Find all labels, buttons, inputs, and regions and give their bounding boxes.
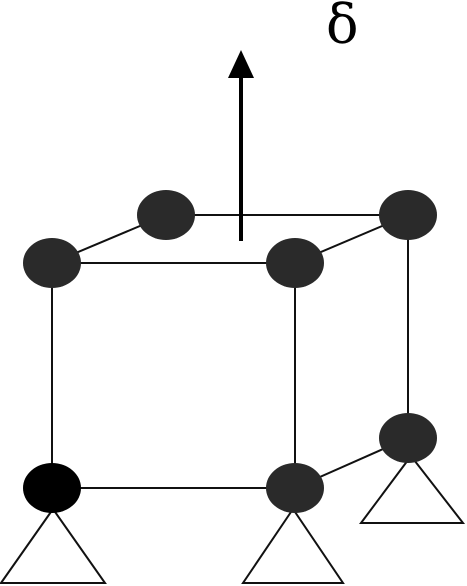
joint-bottom-front-right bbox=[266, 463, 324, 513]
triangle-support-icon bbox=[0, 507, 107, 584]
joint-bottom-front-left bbox=[23, 463, 81, 513]
joint-top-back-left bbox=[137, 190, 195, 240]
triangle-support-icon bbox=[241, 507, 345, 584]
joint-top-front-left bbox=[23, 238, 81, 288]
load-label: δ bbox=[326, 0, 359, 56]
joint-bottom-back-right bbox=[379, 413, 437, 463]
joint-top-back-right bbox=[379, 190, 437, 240]
up-arrow-icon bbox=[228, 50, 254, 78]
triangle-support-icon bbox=[359, 454, 466, 524]
joint-top-front-right bbox=[266, 238, 324, 288]
